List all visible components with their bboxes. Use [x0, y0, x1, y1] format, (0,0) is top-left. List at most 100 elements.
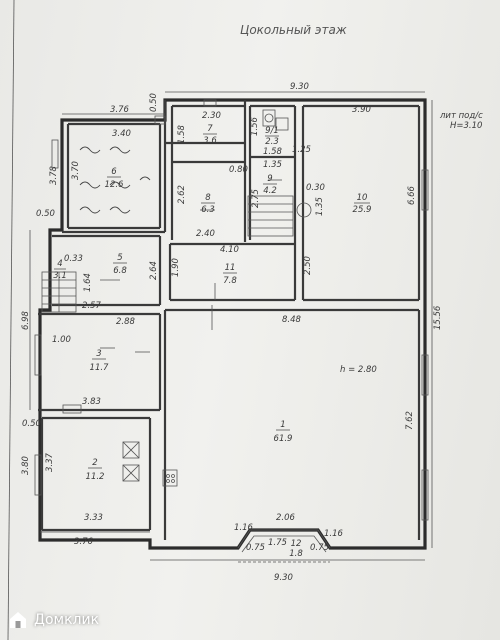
svg-text:2.06: 2.06 — [276, 513, 296, 523]
room-3: 3 11.7 — [90, 349, 110, 373]
svg-text:3.40: 3.40 — [112, 129, 131, 139]
svg-text:1.16: 1.16 — [324, 529, 344, 539]
svg-text:6.98: 6.98 — [21, 310, 31, 330]
room-4: 4 3.1 — [53, 259, 67, 281]
svg-text:0.75: 0.75 — [310, 543, 329, 553]
svg-text:3.80: 3.80 — [21, 456, 31, 475]
svg-text:2.64: 2.64 — [149, 261, 159, 280]
room-9: 9 4.2 — [263, 174, 277, 196]
svg-text:3.33: 3.33 — [84, 513, 103, 523]
svg-text:3.76: 3.76 — [110, 105, 130, 115]
room-10: 10 25.9 — [353, 193, 372, 215]
boiler-1 — [122, 441, 140, 459]
svg-text:2: 2 — [92, 458, 97, 468]
room-8: 8 6.3 — [201, 193, 215, 215]
svg-text:9/1: 9/1 — [265, 126, 279, 136]
svg-text:0.80: 0.80 — [229, 165, 248, 175]
svg-text:2.62: 2.62 — [177, 185, 187, 204]
svg-text:8: 8 — [205, 193, 211, 203]
svg-text:5: 5 — [117, 253, 122, 263]
svg-text:1.35: 1.35 — [263, 160, 282, 170]
svg-text:1.00: 1.00 — [52, 335, 71, 345]
ceiling-height: h = 2.80 — [340, 365, 377, 375]
svg-text:1.90: 1.90 — [171, 258, 181, 277]
svg-text:3.78: 3.78 — [49, 165, 59, 185]
round-window-10 — [296, 202, 312, 218]
room-2: 2 11.2 — [86, 458, 105, 482]
svg-text:0.75: 0.75 — [246, 543, 265, 553]
svg-text:6.66: 6.66 — [407, 185, 417, 205]
lit-height: H=3.10 — [450, 121, 482, 131]
boiler-2 — [122, 464, 140, 482]
svg-text:6.3: 6.3 — [201, 205, 215, 215]
svg-text:3.1: 3.1 — [53, 271, 67, 281]
svg-text:2.40: 2.40 — [196, 229, 215, 239]
svg-text:1.16: 1.16 — [234, 523, 254, 533]
staircase-main — [247, 195, 294, 237]
svg-text:2.57: 2.57 — [82, 301, 102, 311]
stove-fixture — [162, 469, 178, 487]
svg-text:3.83: 3.83 — [82, 397, 101, 407]
svg-text:1: 1 — [280, 420, 285, 430]
svg-text:1.25: 1.25 — [292, 145, 311, 155]
svg-text:25.9: 25.9 — [353, 205, 372, 215]
bay-window — [237, 529, 331, 563]
staircase-left — [41, 271, 77, 313]
svg-text:1.58: 1.58 — [177, 124, 187, 144]
toilet-fixture — [262, 109, 276, 127]
svg-text:7: 7 — [207, 124, 213, 134]
svg-text:11.7: 11.7 — [90, 363, 110, 373]
svg-text:1.56: 1.56 — [250, 116, 260, 136]
svg-text:3.37: 3.37 — [45, 452, 55, 472]
svg-text:0.33: 0.33 — [64, 254, 83, 264]
svg-text:9.30: 9.30 — [274, 573, 293, 583]
svg-text:0.50: 0.50 — [36, 209, 55, 219]
svg-text:1.35: 1.35 — [315, 197, 325, 216]
svg-text:3.6: 3.6 — [203, 136, 217, 146]
svg-text:12: 12 — [291, 539, 302, 549]
svg-text:1.8: 1.8 — [289, 549, 303, 559]
svg-text:0.30: 0.30 — [306, 183, 325, 193]
dimension-labels: 9.30 9.30 15.56 6.98 3.76 3.76 0.50 0.50… — [21, 82, 443, 583]
svg-text:2.75: 2.75 — [251, 189, 261, 208]
svg-text:0.50: 0.50 — [22, 419, 41, 429]
svg-text:2.3: 2.3 — [265, 137, 279, 147]
sauna-pattern — [79, 146, 151, 214]
svg-text:1.58: 1.58 — [263, 147, 283, 157]
svg-text:3.70: 3.70 — [71, 161, 81, 180]
room-5: 5 6.8 — [113, 253, 127, 276]
svg-text:3: 3 — [96, 349, 101, 359]
svg-text:1.64: 1.64 — [83, 273, 93, 292]
svg-text:8.48: 8.48 — [282, 315, 302, 325]
svg-text:7.8: 7.8 — [223, 276, 237, 286]
svg-text:61.9: 61.9 — [274, 434, 293, 444]
svg-text:4: 4 — [57, 259, 62, 269]
svg-text:9.30: 9.30 — [290, 82, 309, 92]
svg-text:3.90: 3.90 — [352, 105, 371, 115]
svg-text:6.8: 6.8 — [113, 266, 127, 276]
svg-text:2.30: 2.30 — [202, 111, 221, 121]
svg-text:7.62: 7.62 — [405, 411, 415, 430]
room-7: 7 3.6 — [203, 124, 217, 146]
door-marks — [100, 179, 282, 353]
room-6: 6 12.6 — [105, 167, 125, 190]
svg-text:6: 6 — [111, 167, 117, 177]
room-11: 11 7.8 — [223, 263, 237, 286]
room-12: 12 1.8 — [289, 539, 303, 559]
svg-text:10: 10 — [357, 193, 368, 203]
svg-text:2.50: 2.50 — [303, 256, 313, 275]
sink-fixture — [275, 117, 289, 131]
svg-text:4.10: 4.10 — [220, 245, 239, 255]
svg-text:2.88: 2.88 — [116, 317, 136, 327]
dimension-lines — [29, 91, 433, 561]
room-1: 1 61.9 — [274, 420, 293, 444]
lit-note: лит под/с — [439, 111, 483, 121]
room-labels: 1 61.9 2 11.2 3 11.7 4 3.1 5 6.8 6 12.6 — [53, 124, 371, 559]
svg-text:4.2: 4.2 — [263, 186, 277, 196]
outer-walls — [38, 98, 427, 550]
svg-text:9: 9 — [267, 174, 272, 184]
svg-text:12.6: 12.6 — [105, 180, 125, 190]
svg-text:1.75: 1.75 — [268, 538, 287, 548]
